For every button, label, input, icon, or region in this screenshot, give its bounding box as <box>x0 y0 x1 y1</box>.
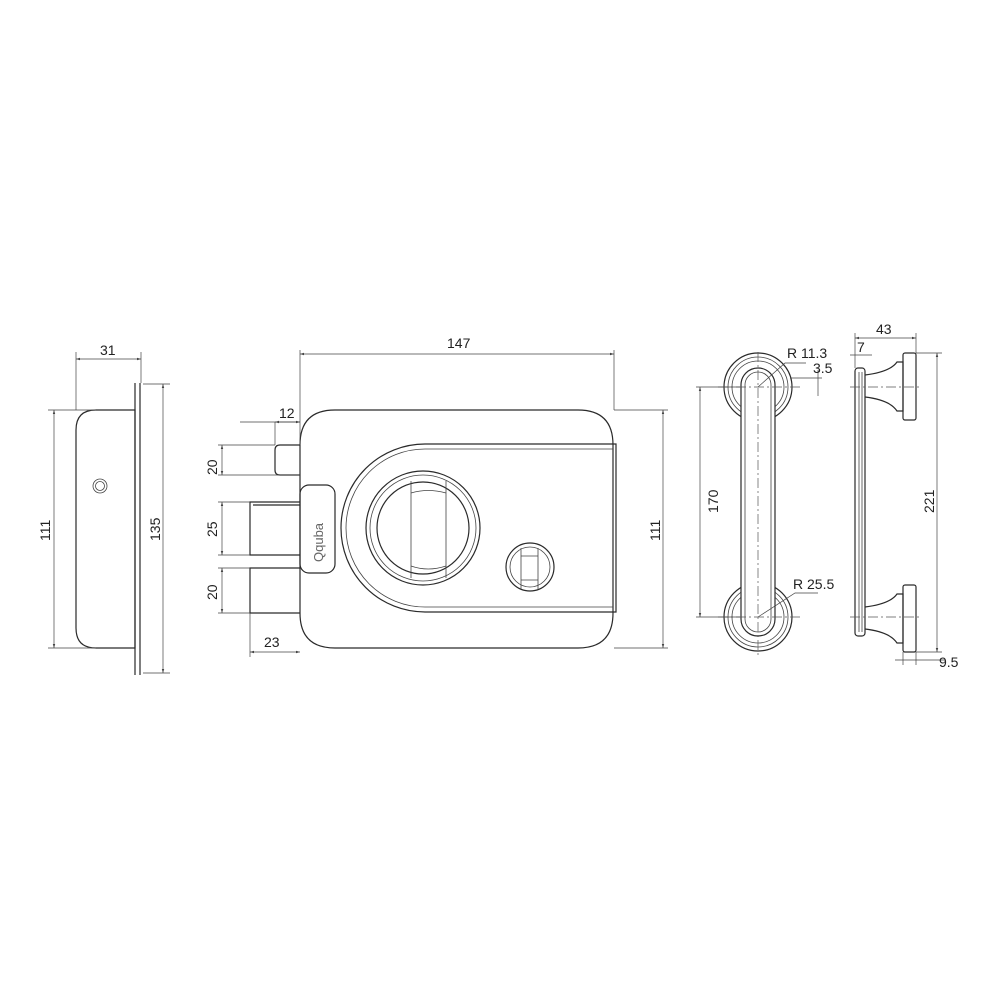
side-mount-bottom <box>864 584 917 653</box>
handle-front-view: 170 R 11.3 3.5 R 25.5 <box>696 345 834 656</box>
dim-handle-depth: 43 <box>876 321 892 337</box>
dim-side-width: 31 <box>100 342 116 358</box>
dim-offset: 3.5 <box>813 360 833 376</box>
dim-bolt-projection: 23 <box>264 634 280 650</box>
lock-front-view: Qquba 147 12 20 25 20 23 111 <box>204 335 668 657</box>
handle-side-view: 43 7 221 9.5 <box>850 321 959 670</box>
dim-rosette-thickness: 9.5 <box>939 654 959 670</box>
dim-side-plate-height: 135 <box>147 517 163 541</box>
dim-bolt-top: 20 <box>204 459 220 475</box>
side-view: 31 111 135 <box>37 342 170 675</box>
dim-lock-height: 111 <box>647 520 663 541</box>
dim-grip-radius: R 11.3 <box>787 345 827 361</box>
dim-handle-centers: 170 <box>705 489 721 513</box>
dim-overall-length: 221 <box>921 489 937 513</box>
dim-side-body-height: 111 <box>37 520 53 541</box>
dim-deadbolt-projection: 12 <box>279 405 295 421</box>
brand-logo: Qquba <box>311 522 326 562</box>
dim-rosette-radius: R 25.5 <box>793 576 834 592</box>
dim-overall-width: 147 <box>447 335 471 351</box>
dim-plate-thickness: 7 <box>857 339 865 355</box>
dim-bolt-bottom: 20 <box>204 584 220 600</box>
dim-bolt-middle: 25 <box>204 521 220 537</box>
side-mount-top <box>864 352 917 421</box>
